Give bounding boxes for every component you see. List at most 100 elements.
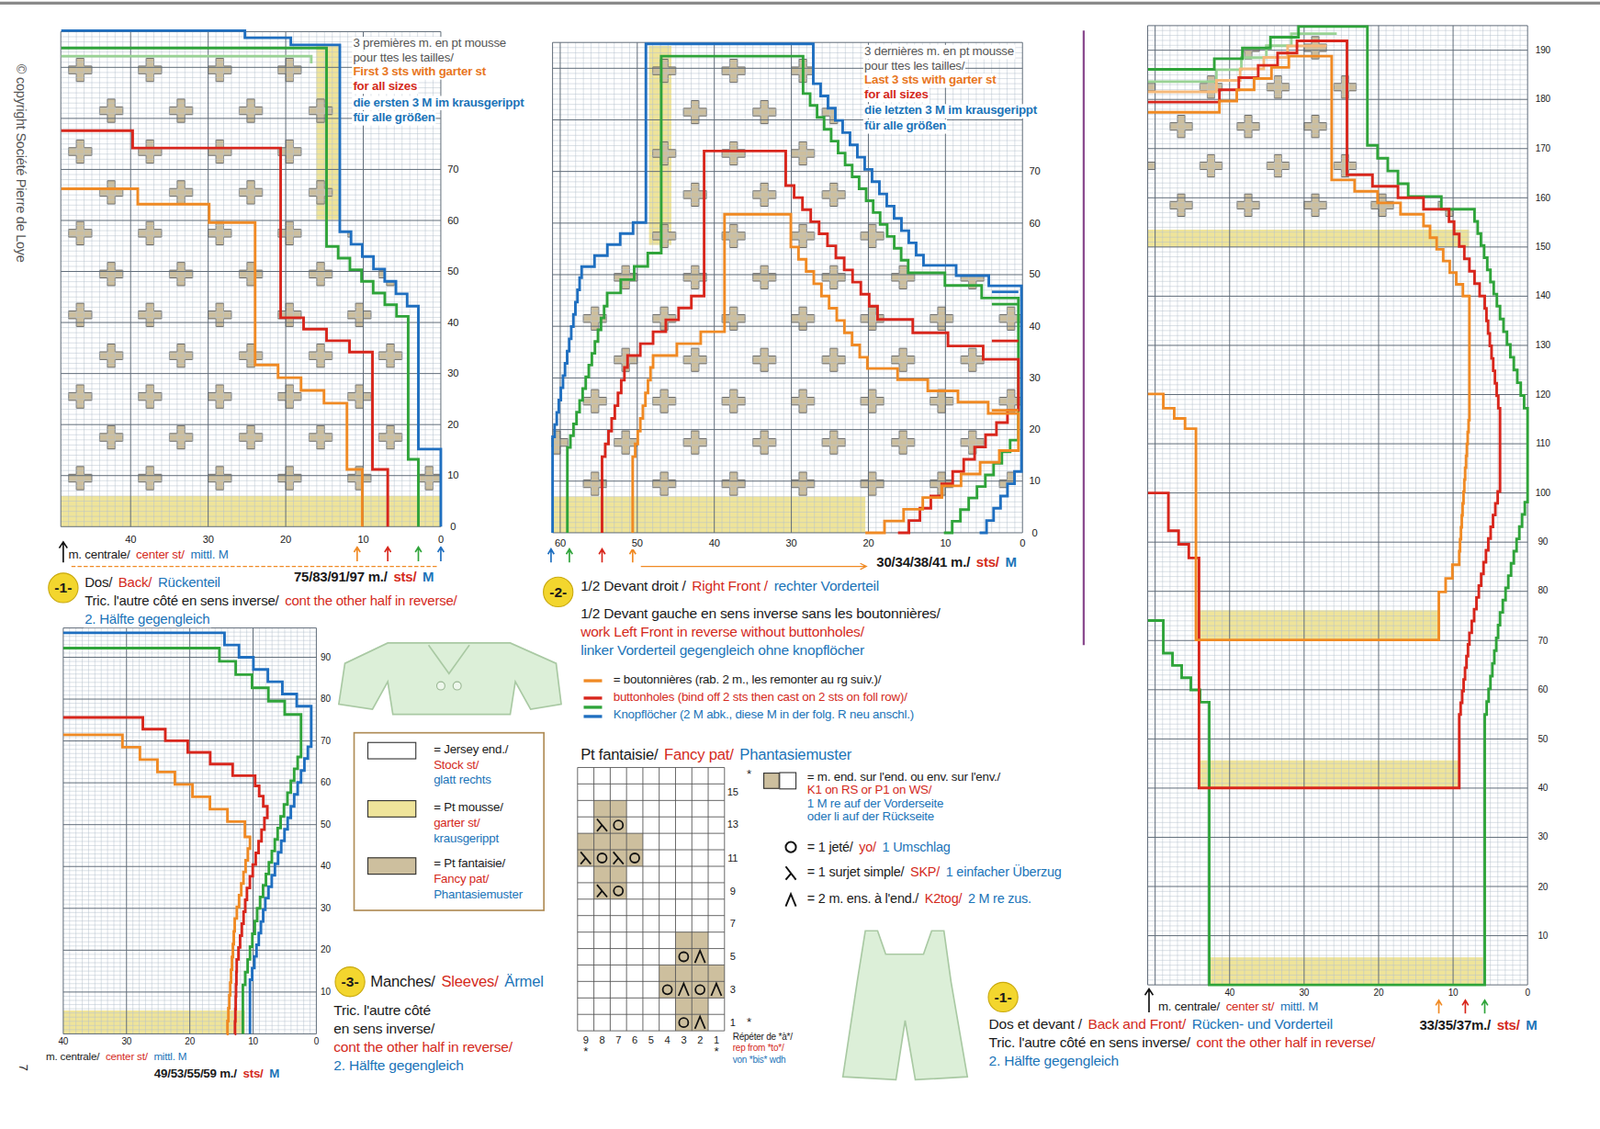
- size-arrow: [598, 549, 606, 563]
- text-line: 20: [183, 1036, 196, 1048]
- caption-text: 1 Umschlag: [880, 839, 951, 856]
- size-outline: [1148, 26, 1528, 985]
- text-line: Dos/Back/Rückenteil: [83, 574, 222, 590]
- text-line: 10: [1027, 474, 1041, 487]
- axis-label: 20: [319, 945, 332, 956]
- size-outline: [632, 214, 1019, 533]
- caption-text: en sens inverse/: [332, 1020, 436, 1037]
- caption-text: K2tog/: [923, 891, 964, 908]
- pattern-cell: [675, 997, 692, 1015]
- garter-band: [1198, 760, 1459, 789]
- caption-text: SKP/: [909, 865, 941, 881]
- axis-label: 110: [1534, 438, 1551, 449]
- caption-text: M: [1003, 553, 1017, 570]
- size-arrow: [629, 549, 636, 563]
- text-line: 40: [1536, 782, 1549, 793]
- text-line: krausgerippt: [432, 831, 500, 846]
- caption-text: 1 M re auf der Vorderseite: [806, 797, 946, 812]
- text-line: für alle größen: [863, 119, 948, 134]
- axis-label: 10: [247, 1036, 260, 1048]
- k2tog-symbol: [710, 983, 722, 996]
- yarn-over-symbol: [630, 853, 640, 863]
- legend-line-sample: [583, 705, 602, 709]
- center-arrow: [1145, 989, 1154, 1014]
- legend-text: Knopflöcher (2 M abk., diese M in der fo…: [612, 708, 915, 722]
- caption-text: 1/2 Devant gauche en sens inverse sans l…: [579, 605, 942, 622]
- text-line: 60: [1027, 216, 1041, 229]
- legend-line-sample: [583, 696, 602, 699]
- text-line: 2. Hälfte gegengleich: [83, 610, 211, 627]
- text-line: 40: [56, 1036, 69, 1048]
- callout-number: -1-: [47, 572, 79, 603]
- k2tog-symbol: [678, 983, 689, 996]
- text-line: 3 dernières m. en pt mousse: [863, 45, 1015, 59]
- pattern-cell: [609, 816, 627, 834]
- yarn-over-symbol: [613, 820, 623, 830]
- caption-text: krausgerippt: [432, 831, 500, 846]
- buttonhole-mark: [991, 290, 1019, 293]
- yarn-over-symbol: [695, 984, 705, 994]
- garter-band: [63, 1010, 246, 1035]
- caption-text: 7: [15, 1062, 30, 1071]
- text-line: = 1 jeté/yo/1 Umschlag: [806, 839, 952, 856]
- pattern-cell: [691, 1014, 709, 1031]
- axis-label: *: [745, 767, 753, 782]
- k2tog-symbol: [695, 1015, 706, 1028]
- text-line: 3: [679, 1034, 688, 1047]
- text-line: 20: [861, 537, 875, 550]
- cardigan-photo: [338, 642, 562, 715]
- axis-label: 50: [1536, 733, 1549, 744]
- axis-label: 60: [1536, 684, 1549, 695]
- separator-line: [1082, 30, 1085, 645]
- caption-text: pour ttes les tailles/: [351, 51, 454, 66]
- text-line: 8: [597, 1034, 606, 1047]
- cardigan-neck: [428, 644, 470, 674]
- text-line: 7: [729, 917, 737, 930]
- text-line: 0: [437, 533, 445, 546]
- text-line: Phantasiemuster: [432, 888, 524, 902]
- axis-label: 10: [356, 533, 370, 546]
- size-outline: [63, 647, 302, 1034]
- axis-label: 40: [56, 1036, 69, 1048]
- pattern-cell: [659, 980, 677, 998]
- overalls-photo: [843, 930, 969, 1080]
- caption-text: Back and Front/: [1086, 1014, 1187, 1032]
- caption-text: sts/: [392, 569, 417, 586]
- axis-label: 6: [630, 1034, 639, 1047]
- text-line: 20: [319, 945, 332, 956]
- text-line: Dos et devant /Back and Front/Rücken- un…: [987, 1014, 1334, 1032]
- text-line: 10: [319, 986, 332, 997]
- caption-text: garter st/: [432, 816, 482, 831]
- text-line: © copyright Société Pierre de Loye: [12, 63, 29, 264]
- axis-label: 80: [319, 693, 332, 704]
- text-line: work Left Front in reverse without butto…: [579, 623, 866, 641]
- pattern-cell: [594, 833, 611, 850]
- axis-label: 30: [202, 533, 215, 546]
- text-line: glatt rechts: [432, 773, 493, 788]
- caption-text: 3 premières m. en pt mousse: [351, 36, 508, 51]
- buttonhole-mark: [991, 339, 1019, 343]
- grid-minor: [63, 628, 317, 1035]
- pattern-cell: [691, 932, 709, 949]
- size-outline: [61, 130, 389, 527]
- text-line: 60: [1536, 684, 1549, 695]
- axis-label: 1: [712, 1034, 721, 1047]
- buttonhole-mark: [991, 408, 1019, 412]
- axis-label: 80: [1536, 585, 1549, 597]
- pattern-cell: [675, 1014, 692, 1031]
- text-line: = Pt mousse/: [432, 800, 505, 815]
- caption-text: 30/34/38/41 m./: [875, 553, 971, 570]
- callout-text: -1-: [994, 989, 1013, 1006]
- grid-major: [1148, 25, 1529, 985]
- text-line: Fancy pat/: [432, 872, 490, 887]
- size-arrow: [1435, 1000, 1443, 1014]
- skp-symbol: [785, 866, 796, 879]
- caption-text: m. centrale/: [67, 548, 131, 563]
- axis-label: 60: [319, 777, 332, 788]
- text-line: 40: [319, 860, 332, 871]
- chart-grids: [0, 25, 1595, 1035]
- text-line: First 3 sts with garter st: [351, 65, 487, 79]
- caption-text: Phantasiemuster: [738, 744, 853, 763]
- axis-label: 30: [319, 902, 332, 913]
